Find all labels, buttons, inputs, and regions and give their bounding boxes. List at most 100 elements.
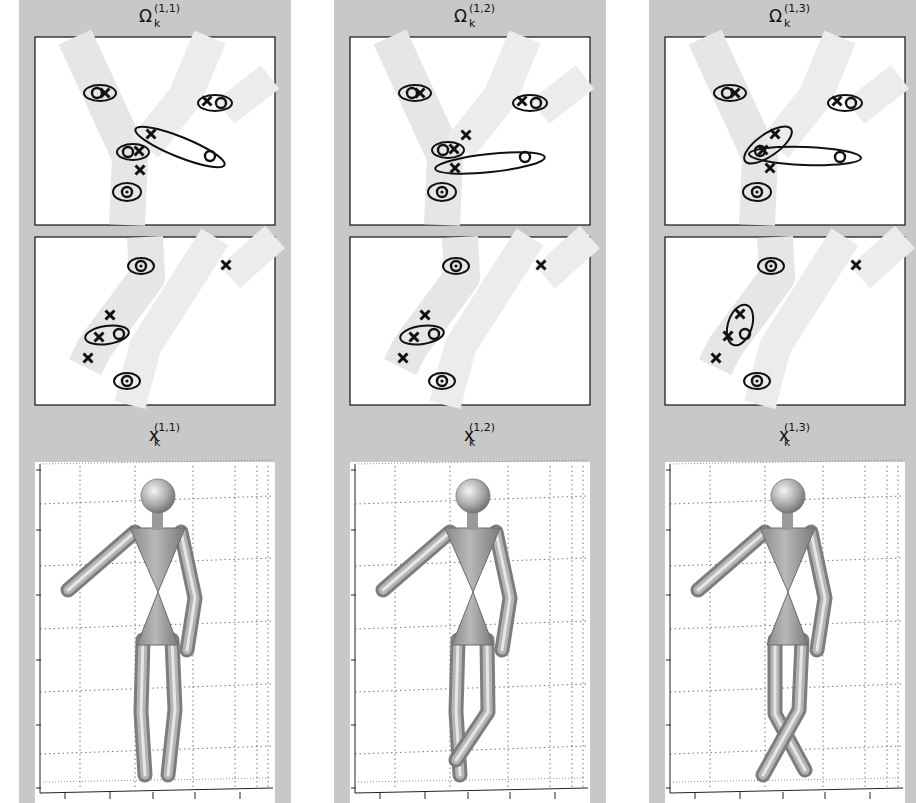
feature-cross	[84, 354, 93, 363]
axis-tick	[351, 660, 356, 661]
limb-shadow	[496, 532, 510, 650]
axis-tick	[666, 660, 671, 661]
uncertainty-ellipse	[429, 373, 455, 389]
uncertainty-ellipse	[113, 183, 141, 201]
panel-symbol: Ω	[769, 8, 782, 25]
axis-tick	[36, 660, 41, 661]
limb-highlight	[456, 640, 488, 760]
observation-dot	[440, 379, 443, 382]
grid-line	[865, 466, 866, 790]
observation-circle	[740, 329, 750, 339]
limb-body	[68, 532, 135, 590]
limb-shadow	[763, 640, 802, 775]
axis-tick	[870, 792, 871, 799]
subscript-index: k	[154, 18, 160, 29]
axis-tick	[351, 595, 356, 596]
feature-cross	[833, 97, 842, 106]
foot-silhouette	[130, 237, 215, 405]
body-model	[698, 479, 825, 775]
limb-highlight	[181, 532, 195, 650]
feature-cross	[852, 261, 861, 270]
feature-cross	[736, 310, 745, 319]
axis-tick	[425, 792, 426, 799]
observation-circle	[216, 98, 226, 108]
torso-upper	[445, 528, 500, 592]
observation-circle	[846, 98, 856, 108]
limb-highlight	[141, 640, 145, 775]
limb-body	[168, 640, 175, 775]
observation-box	[35, 37, 275, 225]
panel-ground	[19, 0, 291, 803]
superscript-index: (1,1)	[154, 422, 180, 433]
limb-shadow	[698, 532, 765, 590]
leg-silhouette	[540, 77, 585, 112]
grid-line	[257, 466, 258, 790]
axis-tick	[510, 792, 511, 799]
leg-silhouette	[705, 37, 760, 225]
limb-body	[181, 532, 195, 650]
feature-cross	[410, 333, 419, 342]
observation-circle	[520, 152, 530, 162]
uncertainty-ellipse	[399, 323, 445, 347]
grid-line	[572, 466, 573, 790]
image-frame	[35, 37, 275, 225]
leg-silhouette	[145, 37, 210, 147]
image-frame	[35, 237, 275, 405]
limb-body	[811, 532, 825, 650]
observation-dot	[769, 264, 772, 267]
panel-symbol: Ω	[139, 8, 152, 25]
panel	[334, 0, 606, 803]
observation-circle	[438, 145, 448, 155]
axis-tick	[351, 470, 356, 471]
superscript-index: (1,3)	[784, 422, 810, 433]
floor-line	[673, 778, 901, 782]
axis-tick	[36, 595, 41, 596]
pose-plot	[350, 460, 590, 803]
grid-line	[40, 684, 273, 692]
feature-cross	[451, 164, 460, 173]
limb-shadow	[141, 640, 145, 775]
leg-silhouette	[775, 37, 840, 147]
feature-cross	[101, 89, 110, 98]
observation-circle	[531, 98, 541, 108]
uncertainty-ellipse	[399, 85, 431, 101]
leg-silhouette	[225, 77, 270, 112]
feature-cross	[724, 332, 733, 341]
feature-cross	[518, 97, 527, 106]
grid-line	[450, 466, 451, 790]
subscript-index: k	[784, 437, 790, 448]
feature-cross	[222, 261, 231, 270]
panel-ground	[334, 0, 606, 803]
limb-shadow	[456, 640, 488, 760]
axis-tick	[240, 792, 241, 799]
body-model	[383, 479, 510, 775]
axis-tick	[351, 725, 356, 726]
panel	[649, 0, 916, 803]
panel-symbol: Ω	[454, 8, 467, 25]
head	[456, 479, 490, 513]
axis-line	[355, 464, 356, 793]
foot-silhouette	[760, 237, 845, 405]
torso-upper	[130, 528, 185, 592]
grid-line	[395, 466, 396, 790]
axis-tick	[783, 792, 784, 799]
superscript-index: (1,3)	[784, 3, 810, 14]
observation-circle	[752, 187, 762, 197]
head	[771, 479, 805, 513]
superscript-index: (1,2)	[469, 3, 495, 14]
observation-circle	[123, 147, 133, 157]
leg-silhouette	[75, 37, 130, 225]
axis-tick	[666, 530, 671, 531]
uncertainty-ellipse	[132, 120, 229, 175]
foot-silhouette	[860, 237, 905, 277]
observation-box	[350, 37, 590, 225]
limb-highlight	[168, 640, 175, 775]
feature-cross	[106, 311, 115, 320]
grid-line	[550, 466, 551, 790]
observation-circle	[136, 261, 146, 271]
axis-tick	[195, 792, 196, 799]
observation-dot	[125, 379, 128, 382]
subscript-index: k	[469, 18, 475, 29]
grid-line	[40, 746, 273, 754]
feature-cross	[712, 354, 721, 363]
